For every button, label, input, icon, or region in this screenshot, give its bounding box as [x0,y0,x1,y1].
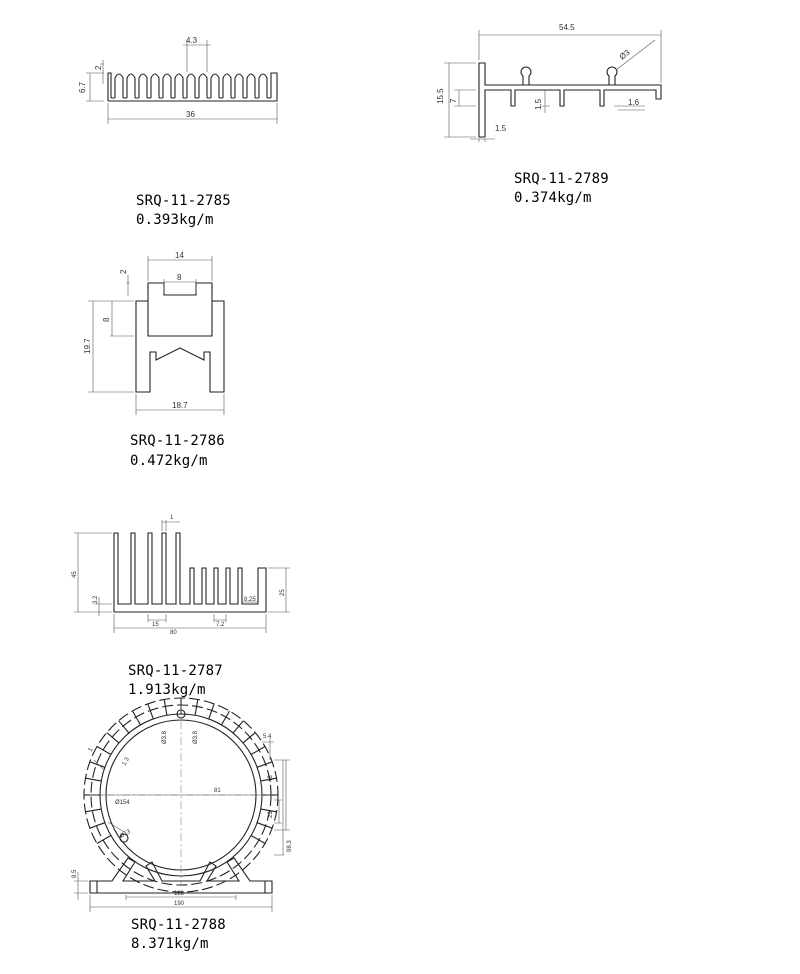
dim-2788-d-hole: Ø13 [119,829,132,840]
dim-2785-fin-depth: 2 [94,65,103,70]
profile-2788-fin [96,746,112,755]
profile-2788-fin [256,822,273,829]
profile-drawing-2786: 14 8 2 8 19.7 18.7 [83,251,225,415]
dim-2787-wall: 8.25 [244,597,256,603]
dim-2785-height: 6.7 [78,81,87,93]
profile-2788-fin [232,720,244,734]
dim-2788-inner-w: 128 [174,891,185,897]
dim-2789-base: 1.5 [495,124,507,133]
profile-2789-outline [478,62,662,138]
dim-2787-width: 80 [170,630,177,636]
profile-2788-fin [256,761,273,768]
profile-2788-fin [250,835,266,844]
profile-2788-fin [106,732,120,744]
profile-2788-fin [118,720,130,734]
dim-2789-rib: 1.5 [534,98,543,110]
profile-2788-feet [89,857,273,894]
dim-2788-width: 190 [174,901,185,907]
dim-2788-r1: 48 [268,775,274,782]
dim-2787-short-fin: 25 [280,589,286,596]
dim-2788-d-small1: Ø3.8 [162,730,168,744]
profile-2788-fin [242,732,256,744]
dim-2788-d-inner: Ø154 [115,800,130,806]
profile-2788-fin [194,699,199,716]
dim-2787-base: 3.2 [93,595,99,604]
profile-code-2788: SRQ-11-2788 [131,917,226,933]
profile-2788-fin [208,703,215,720]
dim-2788-gap: 1.3 [122,756,132,767]
dim-2787-pitch-a: 15 [152,622,159,628]
dim-2789-lip: 1.6 [628,98,640,107]
profile-weight-2787: 1.913kg/m [128,682,206,698]
profile-drawing-2785: 4.3 36 6.7 2 [78,36,278,124]
profile-2788-fin [89,761,106,768]
dim-2786-slot-width: 8 [177,273,182,282]
profile-2788-fin [260,777,277,782]
dim-2789-width: 54.5 [559,23,575,32]
dim-2786-height: 19.7 [83,338,92,354]
profile-drawing-2788: 1 1.3 Ø154 Ø13 Ø3.8 Ø3.8 81 5.4 48 23 98… [72,697,293,912]
dim-2788-d-small2: Ø3.8 [193,730,199,744]
profile-weight-2786: 0.472kg/m [130,453,208,469]
dim-2786-width: 18.7 [172,401,188,410]
profile-weight-2788: 8.371kg/m [131,936,209,952]
dim-2787-pitch-b: 7.2 [216,622,225,628]
dim-2786-top-width: 14 [175,251,184,260]
dim-2788-r3: 98.3 [287,840,293,852]
profile-2786-outline [135,282,225,393]
profile-2788-fin [85,808,102,813]
dim-2787-fin-thk: 1 [170,515,174,521]
dim-2789-flange: 7 [449,98,458,103]
profile-2788-fin [221,710,230,726]
dim-2785-pitch: 4.3 [186,36,198,45]
profile-2788-fin [89,822,106,829]
dim-2788-top-w: 5.4 [263,734,272,740]
profile-code-2786: SRQ-11-2786 [130,433,225,449]
profile-weight-2789: 0.374kg/m [514,190,592,206]
dim-2785-width: 36 [186,110,195,119]
dim-2788-fin: 1 [88,747,95,753]
profile-code-2787: SRQ-11-2787 [128,663,223,679]
profile-2788-fin [132,710,141,726]
dim-2786-slot-depth: 8 [102,317,111,322]
dim-2789-height: 15.5 [436,88,445,104]
profile-drawing-2787: 1 45 3.2 25 8.25 15 7.2 80 [72,515,290,636]
profile-2788-fin [260,808,277,813]
dim-2788-r2: 23 [268,811,274,818]
profile-code-2785: SRQ-11-2785 [136,193,231,209]
profile-2788-fin [250,746,266,755]
profile-2788-fin [96,835,112,844]
profile-2788-fin [163,699,168,716]
dim-2788-foot-h: 8.5 [72,869,78,878]
dim-2786-lip: 2 [119,269,128,274]
profile-2785-outline [107,72,278,102]
dim-2787-height: 45 [72,571,78,578]
profile-2788-fin [147,703,154,720]
profile-2787-outline [113,532,267,613]
dim-2788-span: 81 [214,788,221,794]
profile-2788-fin [85,777,102,782]
profile-drawing-2789: 54.5 15.5 7 1.5 1.5 1.6 Ø3 [436,23,662,142]
profile-code-2789: SRQ-11-2789 [514,171,609,187]
profile-weight-2785: 0.393kg/m [136,212,214,228]
